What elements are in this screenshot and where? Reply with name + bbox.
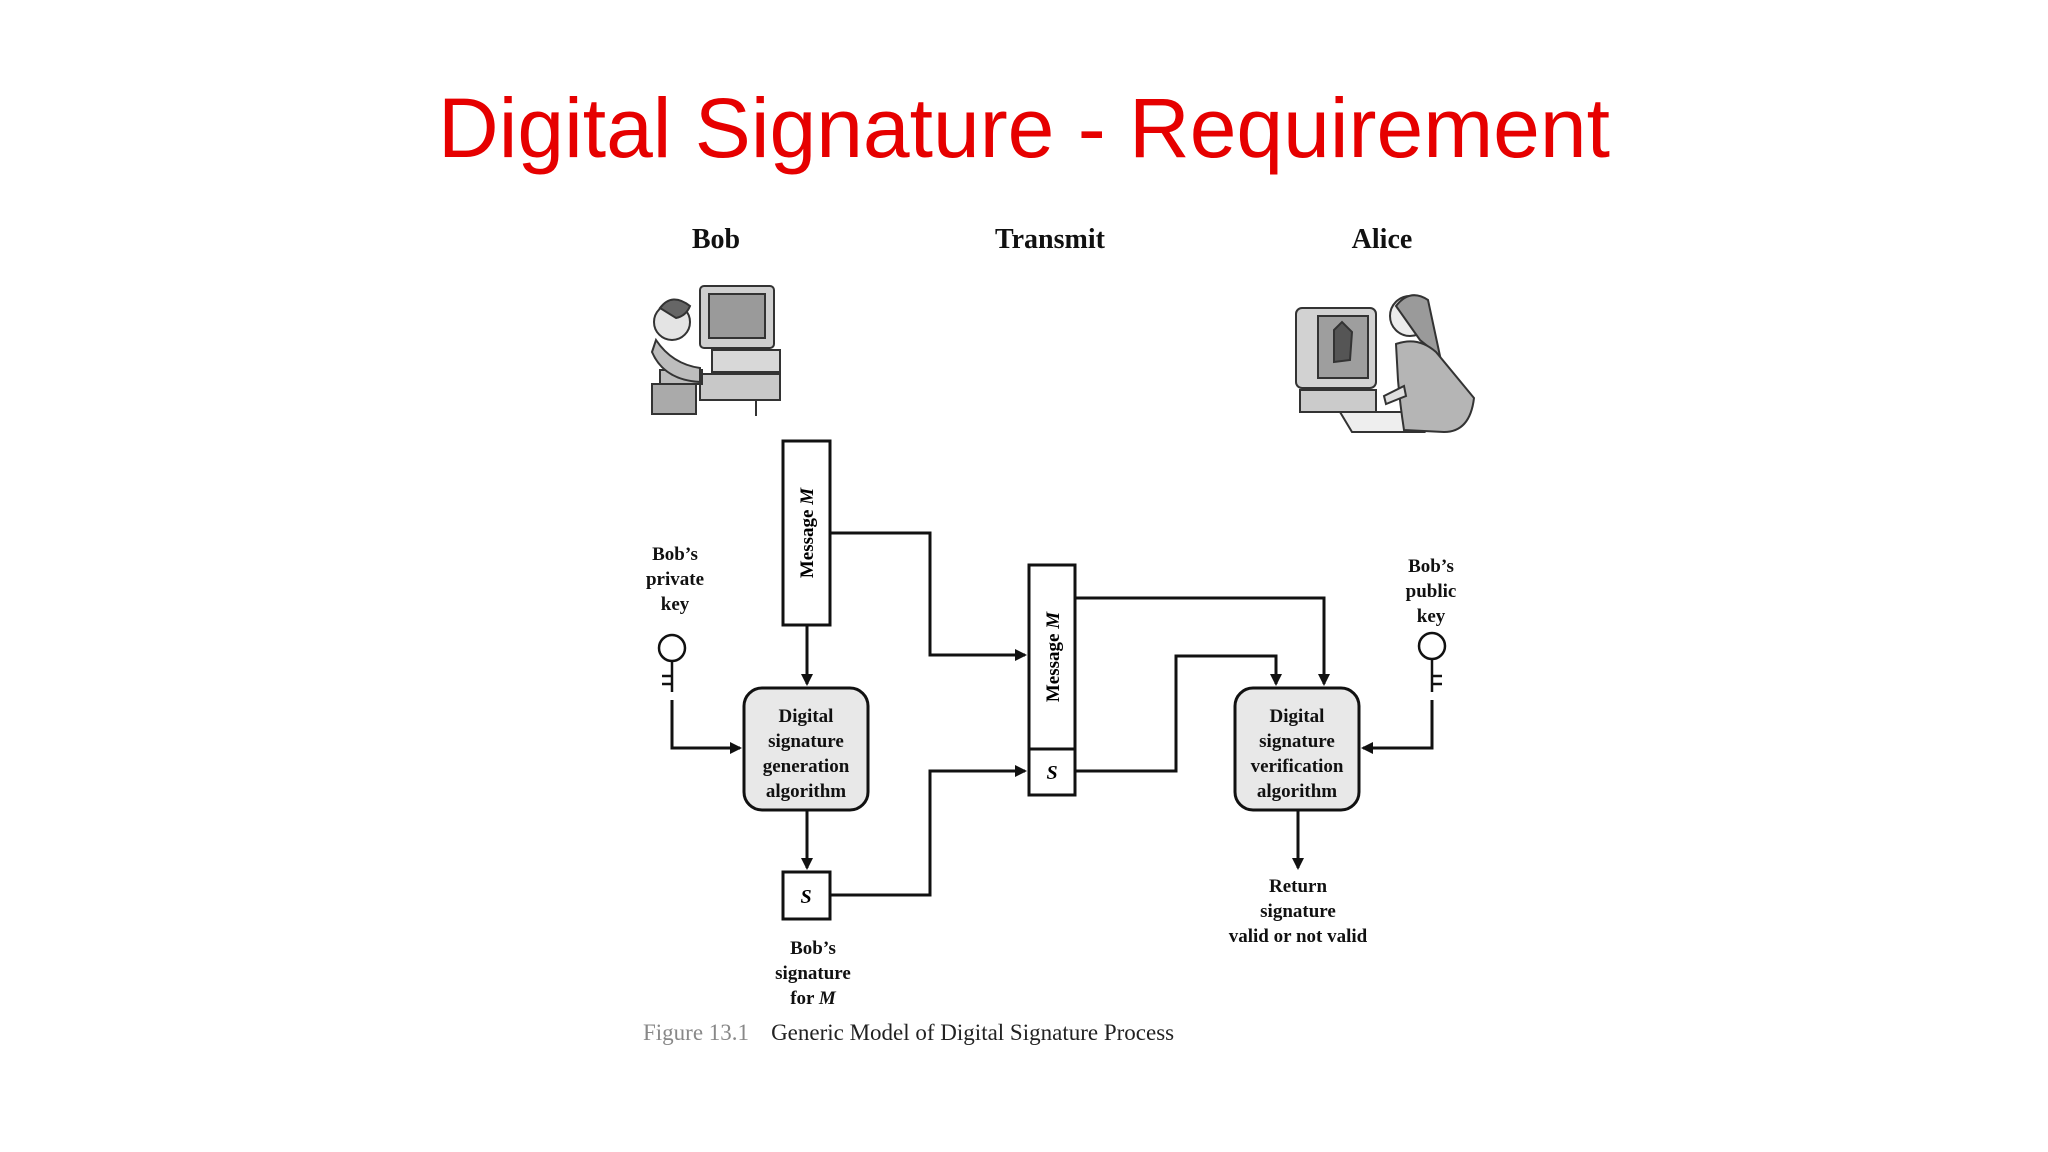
figure-caption-text: Generic Model of Digital Signature Proce… [771, 1020, 1175, 1045]
bob-heading: Bob [691, 224, 741, 255]
arrow-public-key-to-verification [1361, 700, 1434, 754]
arrow-transmit-signature-to-verification [1075, 654, 1282, 773]
arrow-private-key-to-generation [670, 700, 742, 754]
message-box-left-label: Message M [797, 487, 818, 578]
alice-computer-illustration [1295, 294, 1476, 434]
figure-number: Figure 13.1 [643, 1020, 750, 1045]
alice-heading: Alice [1351, 224, 1413, 255]
public-key-label: Bob’s public key [1405, 556, 1457, 627]
page-title: Digital Signature - Requirement [438, 81, 1610, 175]
arrow-signature-to-transmit [830, 765, 1027, 897]
signature-box-transmit-label: S [1046, 762, 1057, 784]
figure-caption: Figure 13.1 Generic Model of Digital Sign… [643, 1020, 1174, 1046]
arrow-message-to-transmit [830, 531, 1027, 661]
return-label: Return signature valid or not valid [1228, 876, 1368, 947]
message-box-transmit-label: Message M [1043, 611, 1064, 702]
public-key-icon [1417, 631, 1447, 692]
signature-box-bob-label: S [800, 886, 811, 908]
bob-computer-illustration [650, 285, 781, 416]
flow-arrows [670, 531, 1434, 897]
arrow-transmit-message-to-verification [1075, 596, 1330, 686]
private-key-icon [657, 633, 687, 692]
verification-algorithm-label: Digital signature verification algorithm [1250, 706, 1344, 802]
generation-algorithm-label: Digital signature generation algorithm [762, 706, 850, 802]
bob-signature-label: Bob’s signature for M [775, 938, 851, 1009]
private-key-label: Bob’s private key [645, 544, 705, 615]
transmit-heading: Transmit [995, 224, 1105, 255]
signature-box-bob [781, 870, 832, 921]
